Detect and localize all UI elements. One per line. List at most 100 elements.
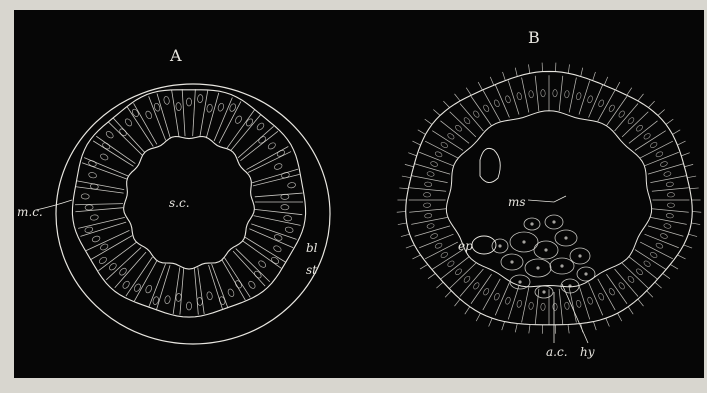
panel-b-ep-cell xyxy=(471,235,497,255)
panel-a-nucleus xyxy=(88,160,97,167)
panel-b-cell-nucleus xyxy=(518,280,522,284)
panel-a-cell-wall xyxy=(192,89,196,137)
embryo-illustration xyxy=(35,62,702,345)
panel-a-nucleus xyxy=(175,293,182,302)
panel-a-cell-wall xyxy=(224,257,251,298)
panel-b-inner-wall xyxy=(445,110,653,288)
panel-b-nucleus xyxy=(516,299,522,308)
panel-a-cell-wall xyxy=(235,248,271,283)
panel-b-nucleus xyxy=(483,104,490,112)
panel-b-nucleus xyxy=(564,90,570,99)
panel-a-cell-wall xyxy=(78,217,125,229)
panel-a-cell-wall xyxy=(126,106,154,147)
panel-b-cell-nucleus xyxy=(568,284,572,288)
panel-a-nucleus xyxy=(100,243,109,251)
panel-b-nucleus xyxy=(423,192,431,198)
panel-a-cell-wall xyxy=(232,250,266,287)
panel-b-cell-wall xyxy=(419,233,454,249)
panel-b-cilium xyxy=(593,321,597,331)
panel-a-cell-wall xyxy=(193,267,199,315)
panel-b-cell-wall xyxy=(419,151,454,167)
panel-b-nucleus xyxy=(608,104,615,112)
panel-b-cell-wall xyxy=(534,75,540,112)
panel-b-cell-wall xyxy=(425,140,458,159)
panel-b-cilium xyxy=(684,164,694,168)
panel-a-cell-wall xyxy=(221,259,246,301)
panel-b-cilium xyxy=(627,306,634,315)
panel-a-nucleus xyxy=(119,267,127,276)
panel-b-nucleus xyxy=(505,296,511,305)
panel-b-cell-wall xyxy=(644,233,679,249)
panel-a-outer-wall xyxy=(71,89,307,318)
panel-b-cell-nucleus xyxy=(560,264,564,268)
panel-b-cilium xyxy=(454,93,461,102)
panel-b-cell-wall xyxy=(558,288,564,325)
panel-a-nucleus xyxy=(132,108,139,117)
panel-a-nucleus xyxy=(235,115,242,124)
panel-b-cell-nucleus xyxy=(544,248,548,252)
panel-a-cell-wall xyxy=(75,203,124,206)
panel-a-nucleus xyxy=(217,102,225,112)
panel-b-nucleus xyxy=(636,124,643,132)
panel-a-nucleus xyxy=(89,214,99,221)
panel-b-nucleus xyxy=(447,260,455,267)
panel-b-nucleus xyxy=(618,110,625,118)
panel-a-nucleus xyxy=(248,280,256,289)
figure-panel: A s.c. m.c. bl st B ms ep a.c. hy xyxy=(14,10,704,378)
panel-a-cell-wall xyxy=(197,267,205,315)
panel-a-cell-wall xyxy=(108,121,143,156)
panel-b-nucleus xyxy=(576,299,582,308)
label-ac: a.c. xyxy=(546,345,568,359)
panel-b-mesoderm-cell xyxy=(533,240,559,260)
panel-b-cell-wall xyxy=(414,163,451,175)
panel-b-cilium xyxy=(433,109,441,116)
panel-b-cell-wall xyxy=(621,262,649,289)
panel-b-cell-nucleus xyxy=(564,236,568,240)
panel-a-cell-wall xyxy=(253,215,301,226)
panel-a-cell-wall xyxy=(249,228,294,249)
panel-a-nucleus xyxy=(89,183,99,190)
panel-b-cilium xyxy=(417,129,426,135)
panel-b-cell-wall xyxy=(470,96,492,126)
panel-a-nucleus xyxy=(256,122,265,131)
panel-a-cell-wall xyxy=(181,89,186,137)
panel-a-cell-wall xyxy=(242,240,282,269)
panel-b-cell-wall xyxy=(482,278,501,311)
panel-b-nucleus xyxy=(440,252,448,258)
panel-a-nucleus xyxy=(145,284,152,294)
panel-b-cilium xyxy=(580,67,584,77)
panel-a-cell-wall xyxy=(199,90,209,137)
panel-b-cilium xyxy=(654,281,662,289)
panel-b-nucleus xyxy=(643,260,651,267)
panel-b-nucleus xyxy=(424,181,433,187)
panel-b-cell-wall xyxy=(578,80,591,115)
panel-b-cilium xyxy=(489,76,495,86)
panel-b-mesoderm-cell xyxy=(560,278,580,294)
panel-b-cilium xyxy=(662,273,671,279)
panel-b-cell-wall xyxy=(606,96,628,126)
panel-b-nucleus xyxy=(650,142,658,148)
panel-b-cilium xyxy=(688,233,698,237)
panel-b-cilium xyxy=(444,290,452,298)
panel-b-nucleus xyxy=(650,252,658,258)
panel-a-nucleus xyxy=(105,131,114,139)
panel-a-cell-wall xyxy=(226,109,256,149)
panel-b-cilium xyxy=(677,140,686,146)
panel-a-nucleus xyxy=(287,182,296,189)
panel-b-cilium xyxy=(657,109,665,116)
panel-b-cilium xyxy=(672,129,681,135)
panel-b-nucleus xyxy=(552,302,558,311)
panel-b-cell-wall xyxy=(432,130,464,151)
panel-a-nucleus xyxy=(274,234,283,241)
panel-b-cell-wall xyxy=(588,84,604,118)
panel-b-cell-wall xyxy=(597,278,616,311)
panel-a-cell-wall xyxy=(81,162,128,180)
panel-b-nucleus xyxy=(667,192,675,198)
panel-b-cilium xyxy=(477,81,483,91)
panel-a-cell-wall xyxy=(76,180,125,191)
panel-b-nucleus xyxy=(587,296,593,305)
panel-a-cell-wall xyxy=(80,221,127,237)
panel-b-cell-wall xyxy=(558,75,564,112)
panel-b-cilium xyxy=(670,264,679,270)
panel-b-mesoderm-cell xyxy=(576,266,596,282)
